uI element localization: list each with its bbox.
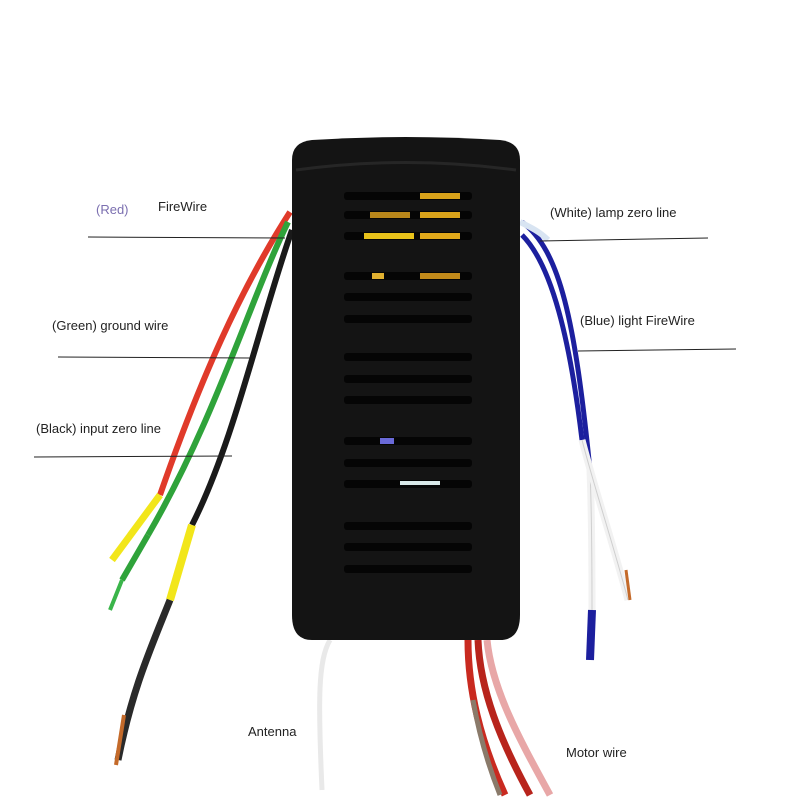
leader-lines: [33, 236, 737, 458]
white-wire-label: (White) lamp zero line: [550, 205, 677, 220]
antenna-wire: [317, 638, 333, 791]
internal-glow: [364, 193, 460, 485]
antenna-label: Antenna: [248, 724, 297, 739]
right-wires: [518, 219, 632, 661]
blue-wire-label: (Blue) light FireWire: [580, 313, 695, 328]
black-wire-label: (Black) input zero line: [36, 421, 161, 436]
red-wire-label: FireWire: [158, 199, 208, 214]
motor-wires: [464, 639, 554, 797]
receiver-case: [292, 137, 520, 640]
green-wire-label: (Green) ground wire: [52, 318, 169, 333]
left-wires: [108, 210, 295, 766]
red-wire-color-label: (Red): [96, 202, 129, 217]
motor-wire-label: Motor wire: [566, 745, 627, 760]
